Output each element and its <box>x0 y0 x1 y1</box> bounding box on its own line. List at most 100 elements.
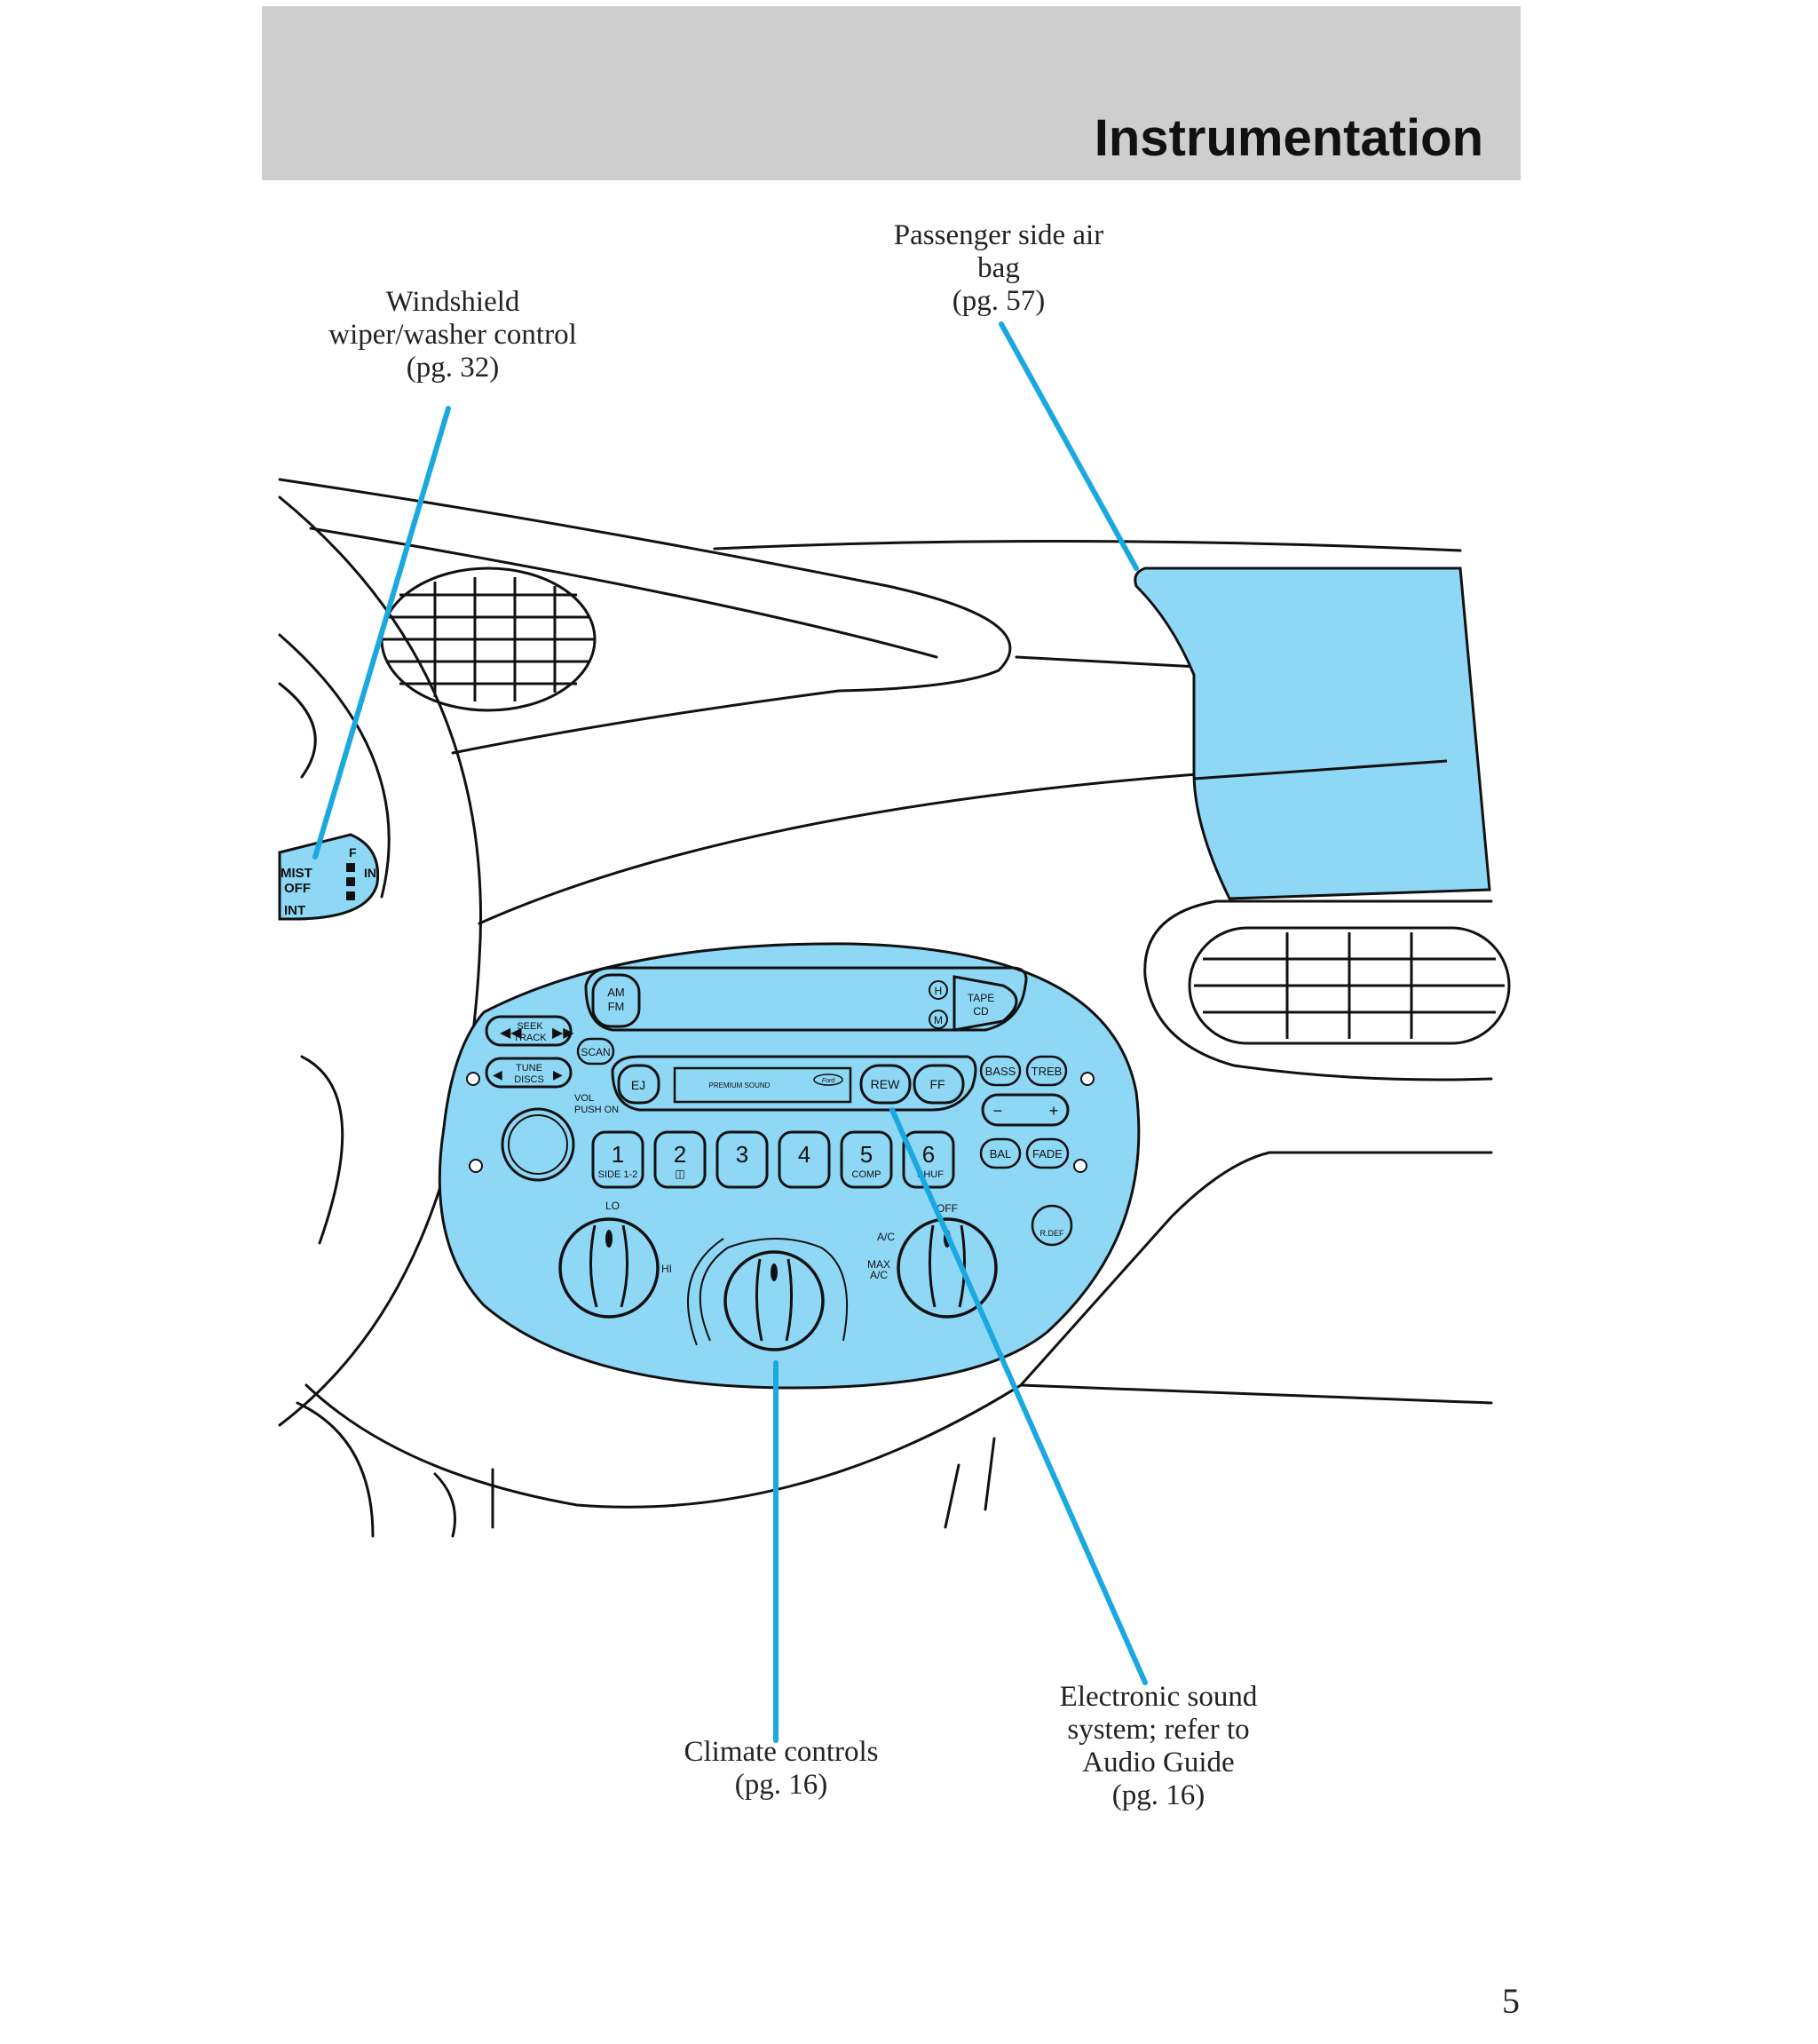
mode-ac-label: A/C <box>877 1231 895 1243</box>
leader-wiper <box>312 406 451 860</box>
svg-text:TAPE: TAPE <box>968 992 994 1004</box>
seek-track-button[interactable]: ◀◀ ▶▶ SEEK TRACK <box>485 1015 574 1047</box>
cluster-arc <box>278 682 317 779</box>
mode-max-label: MAX <box>867 1258 890 1271</box>
fan-speed-knob[interactable] <box>558 1217 660 1319</box>
svg-text:TRACK: TRACK <box>513 1033 547 1043</box>
svg-text:BAL: BAL <box>990 1147 1012 1161</box>
svg-text:TREB: TREB <box>1032 1065 1063 1078</box>
callout-climate-line-1: Climate controls <box>684 1736 879 1768</box>
lower-panel <box>304 1383 1023 1509</box>
minus-plus-rocker[interactable]: − + <box>981 1093 1070 1127</box>
svg-text:◀◀: ◀◀ <box>500 1026 522 1041</box>
svg-text:◫: ◫ <box>675 1168 684 1180</box>
svg-text:6: 6 <box>922 1141 935 1168</box>
knee-bolster <box>296 1401 375 1538</box>
svg-text:4: 4 <box>798 1141 810 1168</box>
page-number: 5 <box>1502 1981 1520 2021</box>
dash-top-line-right <box>713 539 1462 552</box>
rear-defrost-button[interactable]: R.DEF <box>1031 1204 1073 1247</box>
callout-airbag-line-2: bag <box>977 252 1020 284</box>
wiper-f-label: F <box>349 845 357 860</box>
steering-wheel-outer <box>278 495 483 1427</box>
dash-top-line <box>278 478 889 588</box>
svg-text:M: M <box>934 1014 943 1026</box>
airbag-highlight <box>1134 566 1491 900</box>
dash-brow <box>451 584 1012 755</box>
svg-text:SCAN: SCAN <box>581 1046 610 1058</box>
callout-wiper-line-1: Windshield <box>385 286 520 318</box>
vol-label: VOL <box>574 1093 594 1104</box>
scan-button[interactable]: SCAN <box>576 1037 615 1066</box>
ff-button[interactable]: FF <box>913 1064 965 1105</box>
svg-text:BASS: BASS <box>985 1065 1016 1078</box>
callout-sound-line-4: (pg. 16) <box>1111 1779 1205 1811</box>
steering-wheel-inner <box>278 633 391 899</box>
console-line-3 <box>944 1463 960 1529</box>
preset-button-3[interactable]: 3 <box>715 1130 769 1189</box>
svg-text:5: 5 <box>860 1141 873 1168</box>
callout-climate: Climate controls (pg. 16) <box>639 1736 923 1802</box>
preset-button-2[interactable]: 2 ◫ <box>653 1130 707 1189</box>
svg-text:TUNE: TUNE <box>516 1063 542 1073</box>
callout-sound-line-2: system; refer to <box>1067 1714 1250 1746</box>
mode-off-label: OFF <box>937 1202 958 1215</box>
svg-text:▶: ▶ <box>553 1067 563 1081</box>
callout-wiper-line-3: (pg. 32) <box>406 352 500 384</box>
svg-text:FM: FM <box>608 1000 625 1013</box>
rew-button[interactable]: REW <box>859 1064 912 1105</box>
callout-airbag: Passenger side air bag (pg. 57) <box>848 219 1150 318</box>
right-vent-housing <box>1143 899 1493 1081</box>
center-console: AM FM H M TAPE CD ◀◀ ▶▶ SEEK TRACK SCAN <box>438 942 1141 1390</box>
m-button[interactable]: M <box>929 1010 948 1029</box>
console-line <box>433 1472 456 1538</box>
svg-text:REW: REW <box>871 1077 900 1091</box>
wiper-off-label: OFF <box>284 881 311 896</box>
bal-button[interactable]: BAL <box>979 1137 1022 1169</box>
svg-text:CD: CD <box>973 1005 989 1018</box>
ford-logo <box>813 1073 843 1086</box>
vol-push-on-label: PUSH ON <box>574 1105 619 1115</box>
callout-wiper: Windshield wiper/washer control (pg. 32) <box>293 286 613 384</box>
eject-button[interactable]: EJ <box>617 1064 660 1105</box>
lower-dash-right <box>1017 1151 1493 1405</box>
volume-knob[interactable] <box>501 1107 575 1182</box>
preset-button-6[interactable]: 6 SHUF <box>902 1130 955 1189</box>
am-fm-button[interactable]: AM FM <box>591 973 641 1028</box>
h-button[interactable]: H <box>929 980 948 1000</box>
svg-text:FF: FF <box>929 1077 945 1091</box>
right-air-vent <box>1188 926 1511 1045</box>
svg-text:EJ: EJ <box>631 1078 645 1092</box>
svg-text:◀: ◀ <box>493 1067 502 1081</box>
wiper-int-label: INT <box>284 903 305 918</box>
tune-discs-button[interactable]: ◀ ▶ TUNE DISCS <box>485 1057 573 1089</box>
svg-text:+: + <box>1049 1102 1059 1120</box>
svg-text:FADE: FADE <box>1032 1147 1063 1161</box>
svg-text:▶▶: ▶▶ <box>552 1026 574 1041</box>
steering-column <box>300 1055 344 1245</box>
svg-text:1: 1 <box>612 1141 624 1168</box>
fan-lo-label: LO <box>605 1200 620 1212</box>
preset-button-1[interactable]: 1 SIDE 1-2 <box>591 1130 644 1189</box>
preset-button-4[interactable]: 4 <box>778 1130 831 1189</box>
callout-airbag-line-1: Passenger side air <box>893 219 1104 251</box>
fan-hi-label: HI <box>661 1263 672 1275</box>
svg-text:SEEK: SEEK <box>517 1021 543 1032</box>
dash-inner-line <box>309 527 938 659</box>
svg-text:R.DEF: R.DEF <box>1040 1229 1065 1238</box>
bass-button[interactable]: BASS <box>979 1055 1022 1087</box>
temperature-knob[interactable] <box>723 1250 825 1351</box>
svg-text:Ford: Ford <box>822 1078 836 1084</box>
tape-cd-button[interactable]: TAPE CD <box>952 975 1018 1032</box>
leader-sound <box>889 1107 1148 1685</box>
wiper-in-label: IN <box>364 866 376 880</box>
preset-button-5[interactable]: 5 COMP <box>840 1130 893 1189</box>
treb-button[interactable]: TREB <box>1025 1055 1068 1087</box>
callout-wiper-line-2: wiper/washer control <box>328 319 577 351</box>
svg-text:3: 3 <box>736 1141 748 1168</box>
fade-button[interactable]: FADE <box>1025 1137 1070 1169</box>
left-air-vent <box>380 566 597 712</box>
wiper-stalk: MIST OFF INT F IN <box>278 833 380 921</box>
cassette-display <box>673 1066 852 1104</box>
